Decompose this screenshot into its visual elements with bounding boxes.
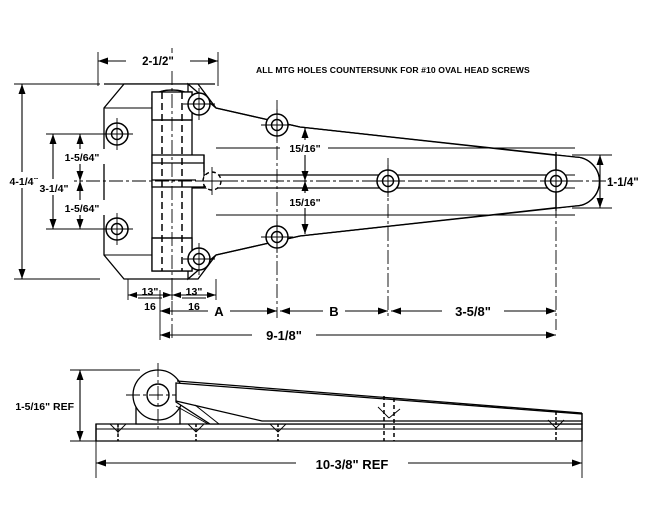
dimension-side-length: 10-3/8" REF xyxy=(95,441,583,478)
side-arm-top-edge xyxy=(176,380,583,414)
side-view-group xyxy=(95,363,583,442)
dim-label-margin-left-den: 16 xyxy=(144,301,156,313)
dimension-2-1-2: 2-1/2" xyxy=(97,52,219,86)
dimension-1-5-64-upper: 1-5/64" xyxy=(58,134,106,181)
dim-label-segment-b: B xyxy=(329,304,338,319)
dim-label-tip-width: 1-1/4" xyxy=(607,177,639,189)
dimension-13-16-right: 13" 16 xyxy=(172,279,217,313)
countersink-mark-5 xyxy=(547,412,565,441)
dimension-chain-segments: A B 3-5/8" xyxy=(159,290,556,340)
dim-label-plate-height: 4-1/4" xyxy=(10,176,39,188)
side-arm-upper-taper xyxy=(175,382,583,425)
pivot-boss xyxy=(151,154,205,188)
countersink-mark-3 xyxy=(269,423,287,441)
lower-arm-body xyxy=(187,187,581,281)
dimension-3-1-4: 3-1/4" xyxy=(34,133,117,230)
dim-label-side-height: 1-5/16" REF xyxy=(15,401,74,413)
dim-label-hole-offset-lower: 15/16" xyxy=(289,197,320,209)
dim-label-segment-a: A xyxy=(214,304,224,319)
countersink-mark-2 xyxy=(187,423,205,441)
upper-arm-body xyxy=(187,82,581,176)
dim-label-plate-width: 2-1/2" xyxy=(142,56,174,68)
dim-label-offset-lower: 1-5/64" xyxy=(65,203,100,215)
dimension-overall-length: 9-1/8" xyxy=(160,325,556,343)
arm-tip-arc xyxy=(574,156,601,207)
dimension-side-height: 1-5/16" REF xyxy=(15,369,140,442)
countersink-mark-4 xyxy=(377,396,401,441)
countersink-note: ALL MTG HOLES COUNTERSUNK FOR #10 OVAL H… xyxy=(256,65,530,75)
dim-label-side-length: 10-3/8" REF xyxy=(316,457,389,472)
dim-label-margin-left-num: 13" xyxy=(142,286,159,298)
dimension-15-16-upper: 15/16" xyxy=(280,128,328,181)
plan-view-group xyxy=(40,48,610,340)
countersink-mark-1 xyxy=(109,423,127,441)
dim-label-hole-spacing: 3-1/4" xyxy=(40,183,69,195)
arm-bottom-edge xyxy=(215,205,576,256)
mounting-hole-top-right xyxy=(183,88,215,120)
dim-label-segment-c: 3-5/8" xyxy=(455,304,491,319)
dimension-1-5-64-lower: 1-5/64" xyxy=(58,181,106,229)
mounting-hole-bottom-right xyxy=(183,243,215,275)
dim-label-offset-upper: 1-5/64" xyxy=(65,152,100,164)
dimension-15-16-lower: 15/16" xyxy=(280,181,328,234)
side-arm-step-line xyxy=(175,405,209,425)
side-arm-inner-edge xyxy=(175,400,582,422)
dim-label-overall-length: 9-1/8" xyxy=(266,328,302,343)
dim-label-margin-right-num: 13" xyxy=(186,286,203,298)
dimension-13-16-left: 13" 16 xyxy=(127,279,173,313)
side-base-plate xyxy=(95,423,583,442)
arm-top-edge xyxy=(215,107,576,158)
dim-label-margin-right-den: 16 xyxy=(188,301,200,313)
side-arm-step-line-2 xyxy=(194,404,220,425)
dimension-1-1-4: 1-1/4" xyxy=(572,154,639,209)
dim-label-hole-offset-upper: 15/16" xyxy=(289,143,320,155)
